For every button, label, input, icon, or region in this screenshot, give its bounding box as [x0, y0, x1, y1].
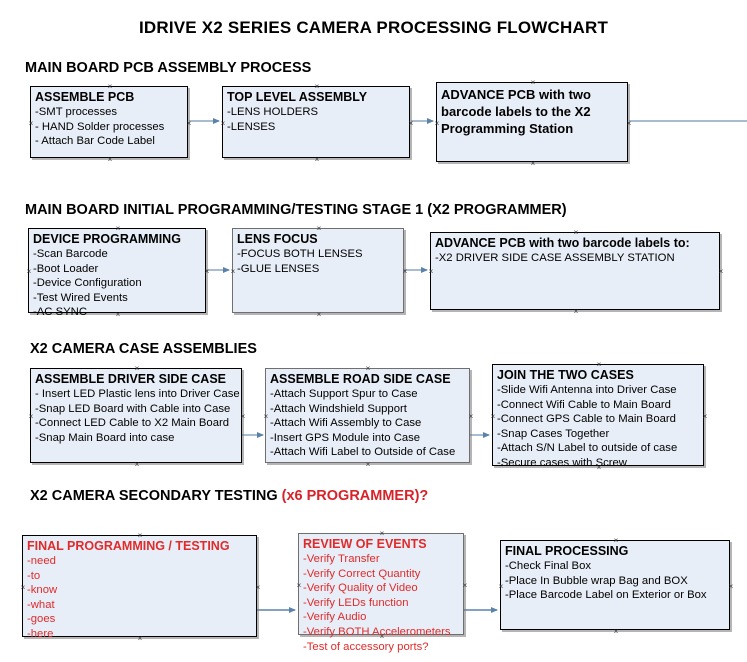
list-item-overflow: -Test of accessory ports?: [303, 640, 429, 653]
node-assemble-road-side-case[interactable]: ASSEMBLE ROAD SIDE CASE -Attach Support …: [265, 368, 470, 463]
node-assemble-pcb-items: -SMT processes - HAND Solder processes -…: [35, 105, 183, 149]
list-item: -Verify BOTH Accelerometers: [303, 625, 451, 638]
section-heading-3: X2 CAMERA CASE ASSEMBLIES: [30, 341, 257, 357]
list-item: -know: [27, 584, 58, 597]
list-item: -Secure cases with Screw: [497, 456, 627, 469]
node-final-programming-testing-header: FINAL PROGRAMMING / TESTING: [27, 539, 230, 553]
node-final-processing-items: -Check Final Box -Place In Bubble wrap B…: [505, 559, 725, 603]
list-item: -need: [27, 555, 56, 567]
list-item: -SMT processes: [35, 106, 118, 118]
node-top-level-assembly[interactable]: TOP LEVEL ASSEMBLY -LENS HOLDERS -LENSES: [222, 86, 410, 158]
node-final-processing[interactable]: FINAL PROCESSING -Check Final Box -Place…: [500, 540, 730, 630]
node-assemble-driver-side-case-items: - Insert LED Plastic lens into Driver Ca…: [35, 387, 240, 445]
list-item: -Scan Barcode: [33, 248, 108, 260]
list-item: -to: [27, 569, 41, 582]
list-item: - Insert LED Plastic lens into Driver Ca…: [35, 388, 240, 400]
section-heading-2-text: MAIN BOARD INITIAL PROGRAMMING/TESTING S…: [25, 202, 567, 218]
list-item: -goes: [27, 613, 56, 626]
node-assemble-road-side-case-header: ASSEMBLE ROAD SIDE CASE: [270, 372, 451, 386]
list-item: -Slide Wifi Antenna into Driver Case: [497, 384, 677, 396]
node-final-programming-testing-items: -need -to -know -what -goes -here: [27, 554, 252, 642]
node-device-programming-items: -Scan Barcode -Boot Loader -Device Confi…: [33, 247, 201, 320]
list-item: - Attach Bar Code Label: [35, 135, 155, 148]
node-advance-pcb-to-driver-side-case-assembly[interactable]: ADVANCE PCB with two barcode labels to: …: [430, 232, 720, 310]
list-item: -Attach S/N Label to outside of case: [497, 442, 678, 455]
list-item: -Attach Wifi Assembly to Case: [270, 417, 422, 430]
list-item: -Connect LED Cable to X2 Main Board: [35, 417, 230, 430]
list-item: -Attach Windshield Support: [270, 402, 407, 415]
section-heading-1: MAIN BOARD PCB ASSEMBLY PROCESS: [25, 60, 311, 76]
list-item: -LENSES: [227, 120, 276, 133]
node-assemble-driver-side-case-header: ASSEMBLE DRIVER SIDE CASE: [35, 372, 227, 386]
node-lens-focus[interactable]: LENS FOCUS -FOCUS BOTH LENSES -GLUE LENS…: [232, 228, 404, 313]
list-item: -Check Final Box: [505, 560, 592, 572]
node-assemble-pcb-header: ASSEMBLE PCB: [35, 90, 135, 104]
node-assemble-driver-side-case[interactable]: ASSEMBLE DRIVER SIDE CASE - Insert LED P…: [30, 368, 242, 463]
list-item: -X2 DRIVER SIDE CASE ASSEMBLY STATION: [435, 252, 675, 264]
list-item: -Verify Audio: [303, 611, 367, 624]
node-assemble-pcb[interactable]: ASSEMBLE PCB -SMT processes - HAND Solde…: [30, 86, 188, 158]
node-review-of-events-header: REVIEW OF EVENTS: [303, 537, 427, 551]
list-item: -here: [27, 627, 54, 640]
list-item: -Device Configuration: [33, 277, 142, 290]
list-item: -what: [27, 598, 55, 611]
node-review-of-events[interactable]: REVIEW OF EVENTS -Verify Transfer -Verif…: [298, 533, 464, 653]
section-heading-1-text: MAIN BOARD PCB ASSEMBLY PROCESS: [25, 60, 312, 76]
node-advance-pcb-to-x2-programming-station[interactable]: ADVANCE PCB with two barcode labels to t…: [436, 82, 628, 162]
node-review-of-events-items: -Verify Transfer -Verify Correct Quantit…: [303, 552, 459, 654]
section-heading-2: MAIN BOARD INITIAL PROGRAMMING/TESTING S…: [25, 202, 567, 218]
section-heading-4-text: X2 CAMERA SECONDARY TESTING: [30, 488, 282, 504]
list-item: -Test Wired Events: [33, 291, 128, 304]
node-top-level-assembly-items: -LENS HOLDERS -LENSES: [227, 105, 405, 134]
node-device-programming[interactable]: DEVICE PROGRAMMING -Scan Barcode -Boot L…: [28, 228, 206, 318]
list-item: -Verify LEDs function: [303, 596, 409, 609]
section-heading-3-text: X2 CAMERA CASE ASSEMBLIES: [30, 341, 257, 357]
node-lens-focus-items: -FOCUS BOTH LENSES -GLUE LENSES: [237, 247, 399, 276]
node-join-the-two-cases[interactable]: JOIN THE TWO CASES -Slide Wifi Antenna i…: [492, 364, 704, 469]
list-item: -Boot Loader: [33, 262, 99, 275]
page-title: IDRIVE X2 SERIES CAMERA PROCESSING FLOWC…: [138, 18, 609, 37]
list-item: -Connect Wifi Cable to Main Board: [497, 398, 671, 411]
node-assemble-road-side-case-items: -Attach Support Spur to Case -Attach Win…: [270, 387, 465, 460]
list-item: -Verify Correct Quantity: [303, 567, 421, 580]
list-item: -Snap Main Board into case: [35, 431, 175, 444]
section-heading-4-accent: (x6 PROGRAMMER)?: [281, 488, 429, 504]
list-item: -Attach Support Spur to Case: [270, 388, 418, 400]
list-item: -Snap LED Board with Cable into Case: [35, 402, 231, 415]
node-advance-pcb-to-driver-side-case-assembly-header: ADVANCE PCB with two barcode labels to:: [435, 236, 690, 250]
list-item: - HAND Solder processes: [35, 120, 165, 133]
node-advance-pcb-to-x2-programming-station-header: ADVANCE PCB with two barcode labels to t…: [441, 87, 591, 136]
node-top-level-assembly-header: TOP LEVEL ASSEMBLY: [227, 90, 368, 104]
node-final-programming-testing[interactable]: FINAL PROGRAMMING / TESTING -need -to -k…: [22, 535, 257, 640]
list-item: -Verify Transfer: [303, 553, 380, 565]
section-heading-4: X2 CAMERA SECONDARY TESTING (x6 PROGRAMM…: [30, 488, 428, 504]
node-join-the-two-cases-items: -Slide Wifi Antenna into Driver Case -Co…: [497, 383, 699, 471]
node-final-processing-header: FINAL PROCESSING: [505, 544, 629, 558]
node-lens-focus-header: LENS FOCUS: [237, 232, 318, 246]
list-item: -Connect GPS Cable to Main Board: [497, 413, 676, 426]
list-item: -Place Barcode Label on Exterior or Box: [505, 589, 707, 602]
list-item: -LENS HOLDERS: [227, 106, 319, 118]
node-device-programming-header: DEVICE PROGRAMMING: [33, 232, 181, 246]
list-item: -Insert GPS Module into Case: [270, 431, 421, 444]
list-item: -Place In Bubble wrap Bag and BOX: [505, 574, 688, 587]
list-item: -AC SYNC: [33, 306, 87, 319]
list-item: -Snap Cases Together: [497, 427, 610, 440]
connector-advance-pcb-right-stub: [629, 120, 747, 122]
list-item: -FOCUS BOTH LENSES: [237, 248, 363, 260]
list-item: -Verify Quality of Video: [303, 582, 418, 595]
node-advance-pcb-to-driver-side-case-assembly-items: -X2 DRIVER SIDE CASE ASSEMBLY STATION: [435, 251, 715, 266]
list-item: -Attach Wifi Label to Outside of Case: [270, 446, 456, 459]
node-join-the-two-cases-header: JOIN THE TWO CASES: [497, 368, 634, 382]
list-item: -GLUE LENSES: [237, 262, 320, 275]
